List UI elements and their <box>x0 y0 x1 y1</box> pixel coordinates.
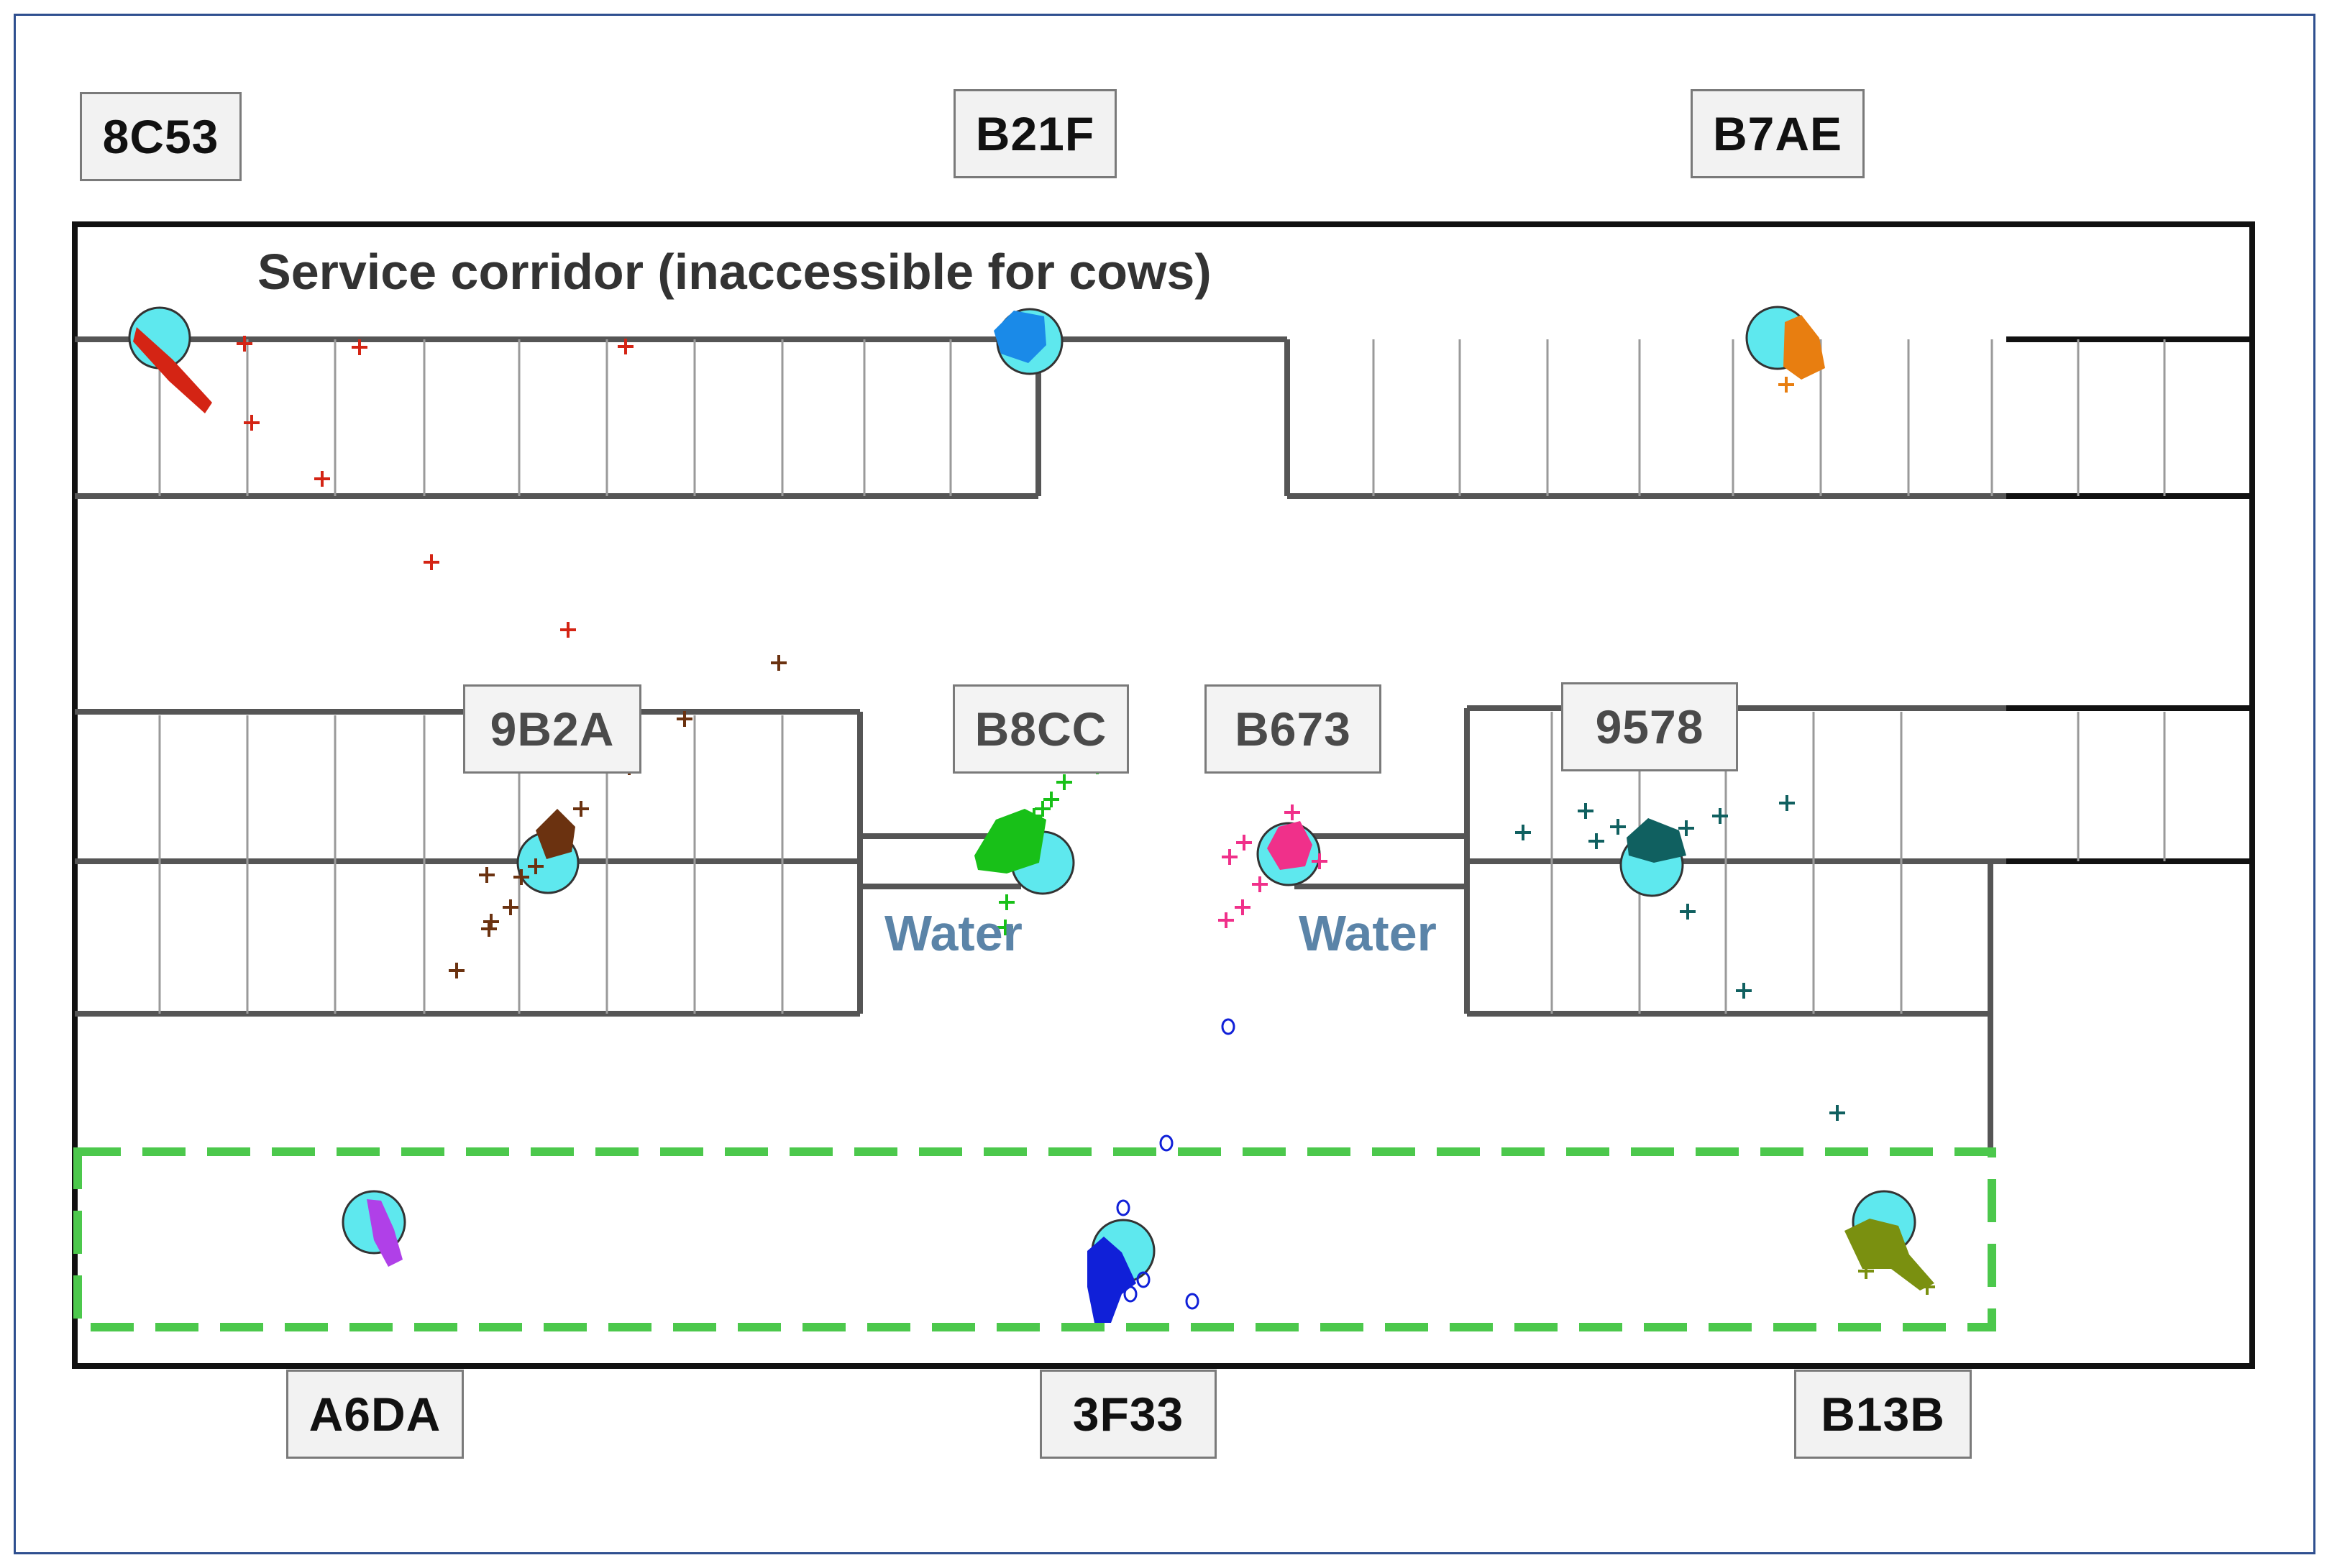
barn-outline <box>72 221 2255 1369</box>
water-label-left: Water <box>884 905 1023 961</box>
cow-trace-B21F <box>994 308 1064 375</box>
cow-trace-8C53 <box>128 306 635 639</box>
cow-trace-B8CC <box>974 757 1107 937</box>
figure-frame <box>14 14 2315 1554</box>
cow-trace-B673 <box>1217 803 1329 930</box>
cow-trace-B13B <box>1844 1190 1937 1296</box>
cow-trace-9578 <box>1514 794 1847 1122</box>
cow-tag-B7AE: B7AE <box>1691 89 1865 178</box>
cow-tag-9578: 9578 <box>1561 682 1738 771</box>
cow-tag-B8CC: B8CC <box>953 684 1129 774</box>
stall-dividers <box>158 339 2166 1014</box>
cow-tag-B673: B673 <box>1204 684 1381 774</box>
wall-lines <box>75 336 2252 1150</box>
cow-tag-B21F: B21F <box>954 89 1117 178</box>
cow-trace-3F33 <box>1087 1018 1235 1323</box>
cow-trace-A6DA <box>342 1190 406 1267</box>
cow-trace-9B2A <box>447 654 788 980</box>
water-label-right: Water <box>1299 905 1437 961</box>
cow-trace-B7AE <box>1745 306 1825 394</box>
cow-tag-B13B: B13B <box>1794 1370 1972 1459</box>
feeding-zone-outline <box>73 1147 1996 1331</box>
cow-tag-9B2A: 9B2A <box>463 684 641 774</box>
cow-tag-3F33: 3F33 <box>1040 1370 1217 1459</box>
cow-tag-A6DA: A6DA <box>286 1370 464 1459</box>
service-corridor-label: Service corridor (inaccessible for cows) <box>257 244 1212 300</box>
cow-tag-8C53: 8C53 <box>80 92 242 181</box>
